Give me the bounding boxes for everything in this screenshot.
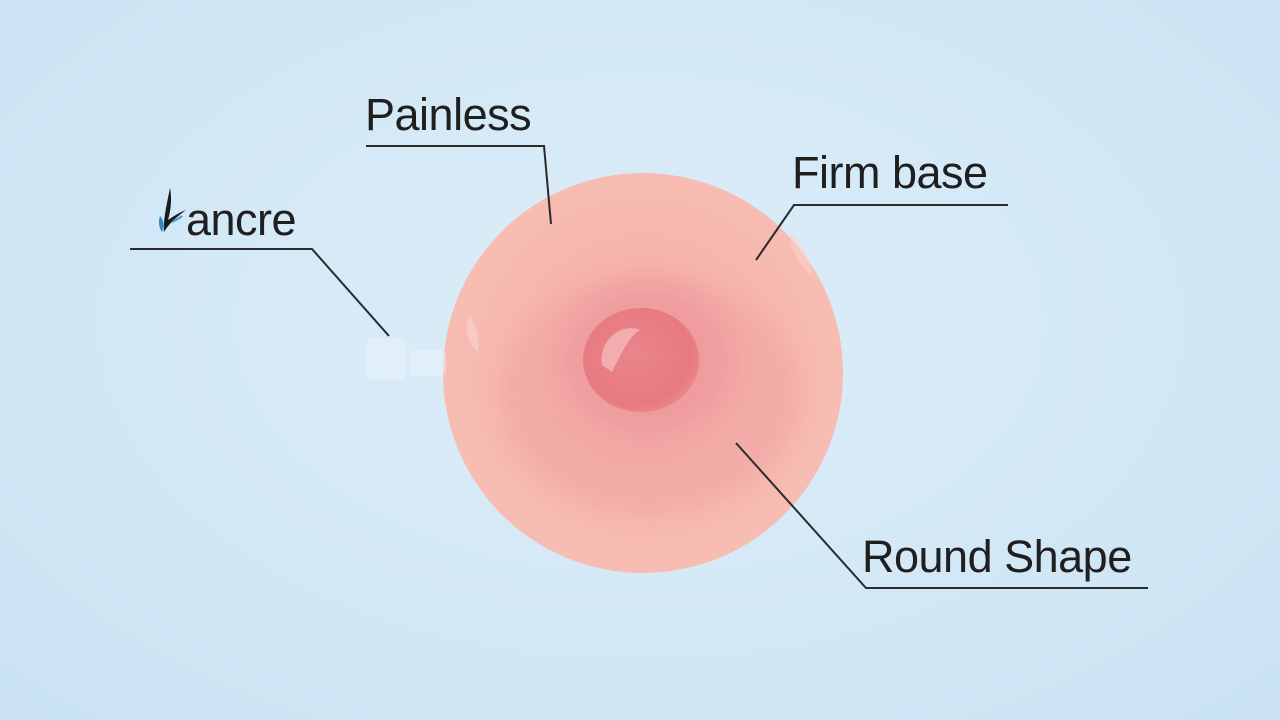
leader-line-round-shape — [735, 442, 1148, 589]
label-painless: Painless — [365, 89, 532, 140]
leader-line-chancre — [130, 248, 390, 337]
leader-line-painless — [366, 145, 552, 225]
leader-lines — [130, 145, 1148, 589]
lesion-edge-glare — [466, 316, 479, 352]
watermark-block — [366, 338, 406, 380]
lesion-highlight — [601, 328, 640, 372]
lesion-core — [583, 308, 699, 412]
leader-line-firm-base — [755, 204, 1008, 261]
lesion-edge-glare-2 — [790, 232, 812, 276]
label-round-shape: Round Shape — [862, 531, 1132, 582]
lesion — [443, 173, 843, 573]
watermark-block — [410, 350, 446, 376]
label-chancre: ancre — [186, 194, 297, 245]
broken-letter-c-glyph-icon — [158, 188, 186, 232]
watermark-remnant — [366, 338, 446, 380]
label-firm-base: Firm base — [792, 147, 988, 198]
